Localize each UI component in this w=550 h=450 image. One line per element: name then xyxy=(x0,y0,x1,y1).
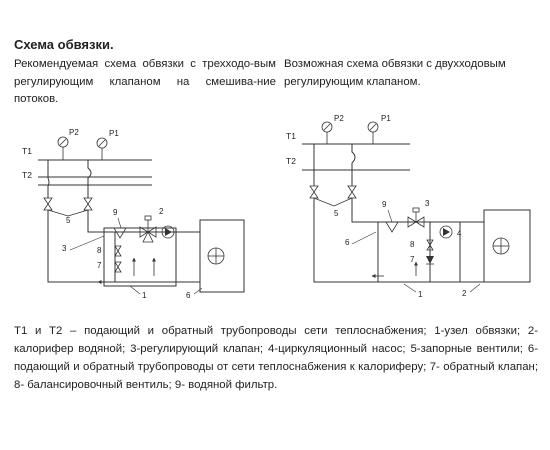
right-water-heater xyxy=(483,209,531,283)
right-two-way-valve: 3 xyxy=(407,199,430,228)
right-callout-9: 9 xyxy=(382,200,387,209)
right-label-p1: P1 xyxy=(381,114,391,123)
right-callout-4: 4 xyxy=(457,229,462,238)
left-callout-7: 7 xyxy=(97,261,102,270)
left-gauge-p1: P1 xyxy=(96,129,119,160)
right-circulation-pump: 4 xyxy=(439,225,462,239)
section-title: Схема обвязки. xyxy=(14,37,114,52)
right-balancing-valve: 8 xyxy=(410,239,434,251)
right-label-p2: P2 xyxy=(334,114,344,123)
left-callout-6: 3 xyxy=(62,244,67,253)
left-label-p1: P1 xyxy=(109,129,119,138)
right-shutoff-valve-b xyxy=(347,185,357,199)
right-label-t1: T1 xyxy=(286,131,296,141)
left-label-t1: T1 xyxy=(22,146,32,156)
right-label-t2: T2 xyxy=(286,156,296,166)
left-circulation-pump xyxy=(161,225,175,239)
left-water-filter: 9 xyxy=(113,208,127,239)
left-balancing-valve: 8 xyxy=(97,245,122,257)
right-water-filter: 9 xyxy=(382,200,399,233)
right-callout-3: 3 xyxy=(425,199,430,208)
left-scheme-caption: Рекомендуемая схема обвязки с трехходо-в… xyxy=(14,58,276,105)
right-callout-5: 5 xyxy=(334,209,339,218)
right-scheme-caption: Возможная схема обвязки с двухходовым ре… xyxy=(284,58,506,88)
left-label-p2: P2 xyxy=(69,128,79,137)
right-callout-2: 2 xyxy=(462,289,467,298)
left-callout-1: 1 xyxy=(142,291,147,300)
left-check-valve: 7 xyxy=(97,261,122,273)
left-callout-5: 5 xyxy=(66,216,71,225)
right-check-valve: 7 xyxy=(410,255,434,265)
right-shutoff-valve-a xyxy=(309,185,319,199)
right-callout-6: 6 xyxy=(345,238,350,247)
right-gauge-p2: P2 xyxy=(321,114,344,144)
right-diagram: T1 T2 P2 P1 5 6 1 xyxy=(286,114,531,299)
piping-diagrams: T1 T2 P2 P1 5 3 xyxy=(22,114,531,300)
left-callout-9: 9 xyxy=(113,208,118,217)
left-label-t2: T2 xyxy=(22,170,32,180)
right-callout-7: 7 xyxy=(410,255,415,264)
left-callout-3: 2 xyxy=(159,207,164,216)
left-three-way-valve: 2 xyxy=(139,207,164,243)
left-callout-2: 6 xyxy=(186,291,191,300)
left-callout-8: 8 xyxy=(97,246,102,255)
right-callout-1: 1 xyxy=(418,290,423,299)
left-shutoff-valve-b xyxy=(83,197,93,211)
left-shutoff-valve-a xyxy=(43,197,53,211)
left-gauge-p2: P2 xyxy=(57,128,79,160)
right-gauge-p1: P1 xyxy=(367,114,391,144)
legend-text: Т1 и Т2 – подающий и обратный трубопрово… xyxy=(14,325,538,391)
left-diagram: T1 T2 P2 P1 5 3 xyxy=(22,128,245,300)
right-callout-8: 8 xyxy=(410,240,415,249)
left-water-heater xyxy=(199,219,245,293)
